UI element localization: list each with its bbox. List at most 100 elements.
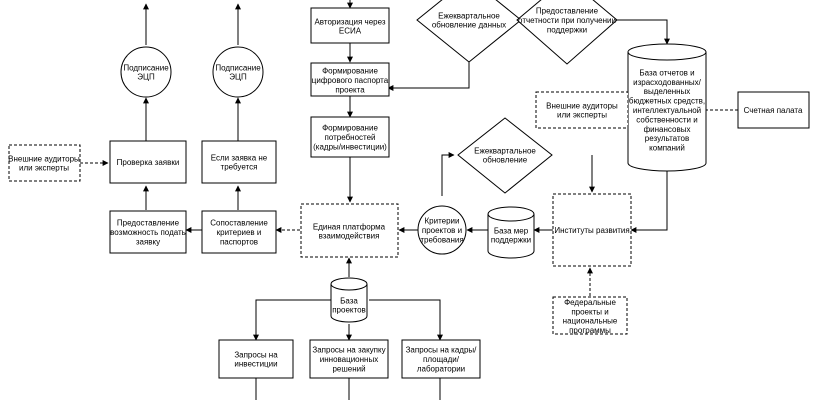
label-line: выделенных <box>644 87 691 96</box>
label-line: проектов и <box>422 226 462 235</box>
institutes-label: Институты развития <box>554 226 629 235</box>
check-box <box>109 140 187 184</box>
label-line: критериев и <box>217 228 262 237</box>
label-line: Ежеквартальное <box>438 11 500 20</box>
label-line: Формирование <box>322 67 378 76</box>
label-line: Предоставление <box>536 7 599 16</box>
label-line: национальные <box>563 317 618 326</box>
label-line: результатов <box>645 134 689 143</box>
accounts-chamber-label: Счетная палата <box>744 106 803 115</box>
label-line: ЭЦП <box>229 73 247 82</box>
label-line: цифрового паспорта <box>312 76 389 85</box>
label-line: Внешние аудиторы <box>546 101 618 110</box>
esia-box <box>310 7 390 44</box>
label-line: Запросы на закупку <box>312 346 385 355</box>
label-line: или эксперты <box>19 164 69 173</box>
label-line: интеллектуальной <box>633 106 701 115</box>
label-line: площади/ <box>423 355 460 364</box>
label-line: проекта <box>335 85 365 94</box>
not-required-box <box>201 140 277 184</box>
staff-box <box>401 339 481 379</box>
quarterly-mid-diamond <box>457 117 553 194</box>
reports-db-cylinder <box>627 43 707 172</box>
label-line: База отчетов и <box>639 68 694 77</box>
label-line: Счетная палата <box>744 106 803 115</box>
label-line: поддержки <box>491 236 531 245</box>
projects-db-cylinder <box>330 277 368 323</box>
label-line: Предоставление <box>117 219 180 228</box>
label-line: проектов <box>332 306 366 315</box>
label-line: лаборатории <box>417 364 465 373</box>
label-line: Единая платформа <box>313 222 386 231</box>
label-line: (кадры/инвестиции) <box>313 142 387 151</box>
label-line: поддержки <box>547 25 587 34</box>
label-line: решений <box>332 364 365 373</box>
label-line: ЭЦП <box>137 73 155 82</box>
accounts-chamber-box <box>737 91 810 129</box>
label-line: Проверка заявки <box>117 158 180 167</box>
label-line: Запросы на <box>234 350 278 359</box>
platform-box <box>300 203 399 258</box>
label-line: База мер <box>494 226 529 235</box>
quarterly-top-diamond <box>416 0 522 63</box>
label-line: Сопоставление <box>210 219 268 228</box>
label-line: База <box>340 296 358 305</box>
support-db-cylinder <box>487 206 535 259</box>
label-line: Критерии <box>425 217 460 226</box>
label-line: потребностей <box>324 133 375 142</box>
label-line: инвестиции <box>234 360 277 369</box>
label-line: собственности и <box>636 115 697 124</box>
label-line: Подписание <box>123 63 169 72</box>
label-line: обновление <box>483 156 528 165</box>
auditors-right-box <box>535 91 629 129</box>
invest-box <box>218 339 294 379</box>
staff-label: Запросы на кадры/площади/лаборатории <box>406 346 478 374</box>
label-line: финансовых <box>644 125 691 134</box>
reporting-diamond <box>516 0 618 65</box>
label-line: Внешние аудиторы <box>8 154 80 163</box>
label-line: Подписание <box>215 63 261 72</box>
label-line: обновление данных <box>432 21 506 30</box>
label-line: возможность подать <box>110 228 186 237</box>
label-line: требования <box>420 235 463 244</box>
label-line: Запросы на кадры/ <box>406 346 478 355</box>
label-line: израсходованных/ <box>633 78 702 87</box>
label-line: Институты развития <box>554 226 629 235</box>
label-line: Федеральные <box>564 298 616 307</box>
auditors-left-box <box>8 144 81 182</box>
label-line: Если заявка не <box>211 153 268 162</box>
label-line: заявку <box>136 237 160 246</box>
label-line: требуется <box>221 163 258 172</box>
label-line: Ежеквартальное <box>474 146 536 155</box>
check-label: Проверка заявки <box>117 158 180 167</box>
label-line: паспортов <box>220 237 258 246</box>
compare-box <box>201 210 277 254</box>
purchase-box <box>309 339 389 379</box>
label-line: отчетности при получении <box>518 16 616 25</box>
institutes-box <box>552 193 632 267</box>
needs-box <box>310 116 390 158</box>
label-line: Авторизация через <box>314 17 385 26</box>
criteria-circle <box>417 205 467 255</box>
